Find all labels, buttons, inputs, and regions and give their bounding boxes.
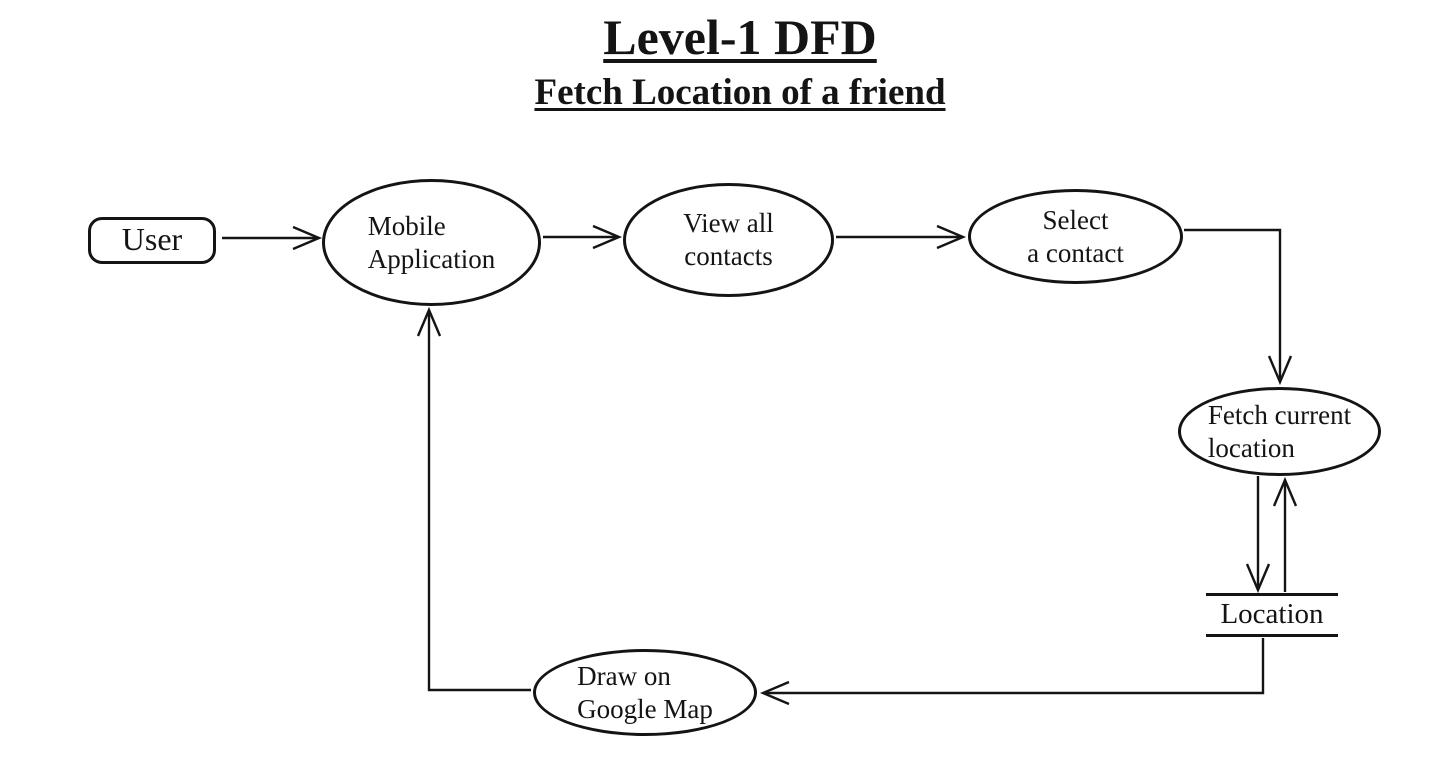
node-draw-on-google-map: Draw on Google Map	[533, 649, 757, 736]
label-line-2: Application	[367, 243, 496, 274]
diagram-title: Level-1 DFD	[603, 9, 877, 65]
label-line-1: Draw on	[577, 660, 671, 691]
node-view-all-contacts: View all contacts	[623, 183, 834, 297]
label-line-1: Mobile	[367, 210, 446, 241]
node-location-data-store: Location	[1206, 593, 1338, 637]
label-line-1: Fetch current	[1207, 399, 1352, 430]
node-fetch-current-location-label: Fetch current location	[1208, 399, 1351, 465]
label-line-2: contacts	[684, 241, 773, 271]
label-line-2: Google Map	[577, 693, 713, 724]
arrow-select-a-contact-to-fetch-current-location	[1184, 228, 1293, 386]
label-line-1: Select	[1042, 204, 1109, 235]
node-user: User	[88, 217, 216, 264]
node-select-a-contact-label: Select a contact	[1027, 204, 1124, 270]
node-draw-on-google-map-label: Draw on Google Map	[577, 660, 713, 726]
label-line-2: location	[1207, 432, 1295, 463]
title-block: Level-1 DFD Fetch Location of a friend	[370, 8, 1110, 115]
label-line-2: a contact	[1027, 237, 1124, 268]
node-select-a-contact: Select a contact	[968, 189, 1183, 284]
node-view-all-contacts-label: View all contacts	[683, 207, 774, 273]
node-mobile-application: Mobile Application	[322, 179, 541, 306]
node-user-label: User	[121, 220, 183, 257]
node-mobile-application-label: Mobile Application	[368, 210, 495, 276]
arrow-draw-on-google-map-to-mobile-application	[416, 306, 531, 692]
arrow-location-store-to-draw-on-google-map	[759, 638, 1265, 706]
node-fetch-current-location: Fetch current location	[1178, 387, 1381, 476]
node-location-label: Location	[1220, 598, 1324, 631]
label-line-1: View all	[683, 208, 774, 239]
diagram-subtitle: Fetch Location of a friend	[534, 72, 946, 113]
